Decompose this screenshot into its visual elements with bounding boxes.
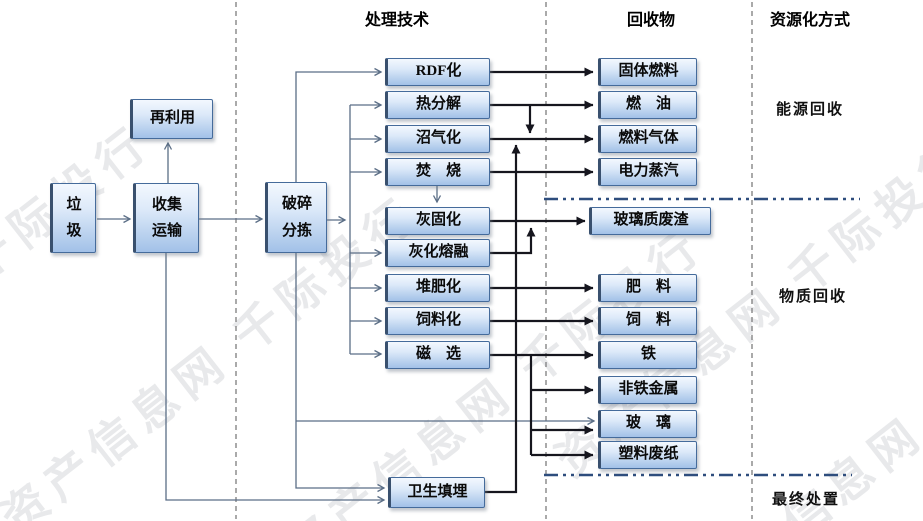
header-recyclables: 回收物	[626, 12, 675, 29]
node-solid-fuel: 固体燃料	[598, 58, 697, 86]
node-landfill: 卫生填埋	[388, 477, 485, 508]
node-feed: 饲 料	[598, 307, 697, 335]
node-garbage: 垃 圾	[50, 183, 96, 253]
node-power-steam: 电力蒸汽	[598, 158, 697, 186]
zone-final-disposal: 最终处置	[771, 492, 840, 508]
node-crush-sort: 破碎 分拣	[265, 182, 327, 253]
node-rdf: RDF化	[385, 58, 490, 86]
node-fuel-oil: 燃 油	[598, 91, 697, 119]
zone-material-recovery: 物质回收	[778, 289, 847, 305]
node-fuel-gas: 燃料气体	[598, 125, 697, 153]
thin-feed-lines	[97, 67, 596, 505]
node-compost: 堆肥化	[385, 274, 490, 302]
header-resource-mode: 资源化方式	[769, 12, 850, 29]
node-glass: 玻 璃	[598, 410, 697, 438]
zone-energy-recovery: 能源回收	[775, 102, 844, 118]
node-feed-making: 饲料化	[385, 307, 490, 335]
header-processing-tech: 处理技术	[364, 12, 429, 29]
node-iron: 铁	[598, 341, 697, 369]
node-ash-melt: 灰化熔融	[385, 239, 490, 267]
node-reuse: 再利用	[130, 99, 213, 139]
dashdot-separators	[544, 197, 860, 477]
node-glass-slag: 玻璃质废渣	[589, 207, 711, 235]
node-nonferrous-metal: 非铁金属	[598, 376, 697, 404]
node-plastic-paper: 塑料废纸	[598, 441, 697, 469]
node-pyrolysis: 热分解	[385, 91, 490, 119]
node-ash-solidify: 灰固化	[385, 207, 490, 235]
node-biogas: 沼气化	[385, 125, 490, 153]
node-magnetic-sort: 磁 选	[385, 341, 490, 369]
node-collection-transport: 收集 运输	[133, 183, 199, 253]
thick-output-lines	[485, 67, 594, 494]
node-fertilizer: 肥 料	[598, 274, 697, 302]
node-incineration: 焚 烧	[385, 158, 490, 186]
